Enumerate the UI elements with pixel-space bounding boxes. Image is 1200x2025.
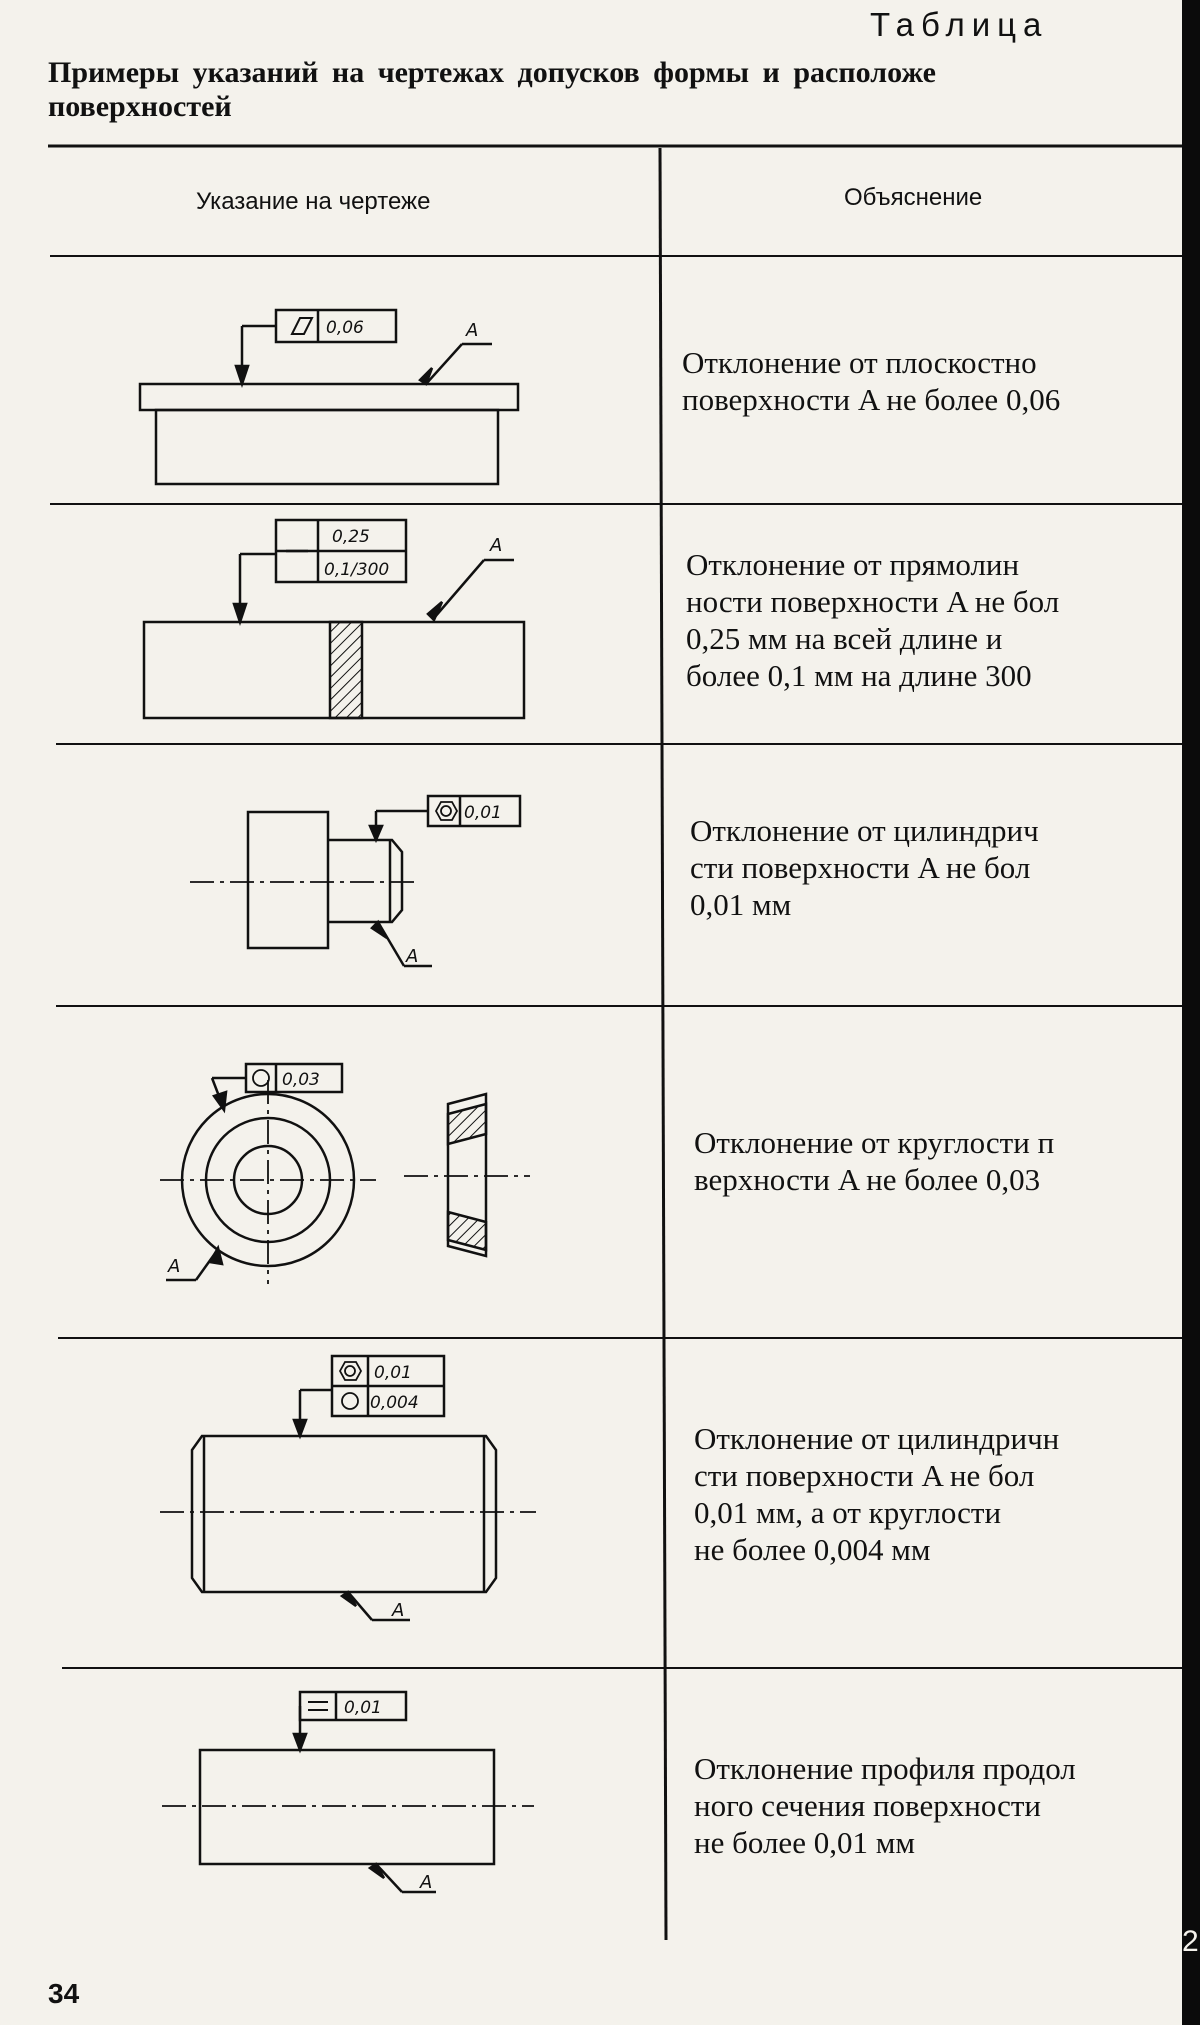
frame-value: 0,004 [370,1393,419,1413]
surface-label: A [391,1600,404,1621]
surface-label: A [167,1256,180,1277]
explanation-longitudinal-profile: Отклонение профиля продол ного сечения п… [694,1751,1076,1860]
frame-value: 0,01 [344,1698,382,1718]
frame-value: 0,1/300 [324,560,389,580]
explanation-cylindricity-roundness: Отклонение от цилиндричн сти поверхности… [694,1421,1060,1567]
frame-value: 0,03 [282,1070,320,1090]
frame-value: 0,25 [332,527,370,547]
explanation-flatness: Отклонение от плоскостно поверхности A н… [682,345,1061,417]
column-divider [658,147,668,1941]
drawing-cylindricity-2 [160,1354,536,1622]
scan-edge-shadow [1182,0,1200,2025]
explanation-straightness: Отклонение от прямолин ности поверхности… [686,547,1060,693]
drawing-cylindricity-1 [190,794,522,968]
frame-value: 0,01 [374,1363,412,1383]
frame-value: 0,06 [326,318,364,338]
drawing-roundness [160,1062,530,1284]
table-word: Таблица [870,6,1049,43]
edge-mark: 2 [1182,1925,1199,1958]
drawing-flatness [138,308,520,486]
surface-label: A [405,946,418,967]
column-header-left: Указание на чертеже [196,188,431,215]
explanation-cylindricity: Отклонение от цилиндрич сти поверхности … [690,813,1039,922]
surface-label: A [489,535,502,556]
surface-label: A [465,320,478,341]
frame-value: 0,01 [464,803,502,823]
column-header-right: Объяснение [844,184,983,211]
page-number: 34 [48,1978,80,2009]
drawing-longitudinal-profile [162,1690,534,1894]
surface-label: A [419,1872,432,1893]
page-title: Примеры указаний на чертежах допусков фо… [48,56,936,123]
explanation-roundness: Отклонение от круглости п верхности A не… [694,1125,1055,1197]
drawing-straightness [142,518,526,720]
